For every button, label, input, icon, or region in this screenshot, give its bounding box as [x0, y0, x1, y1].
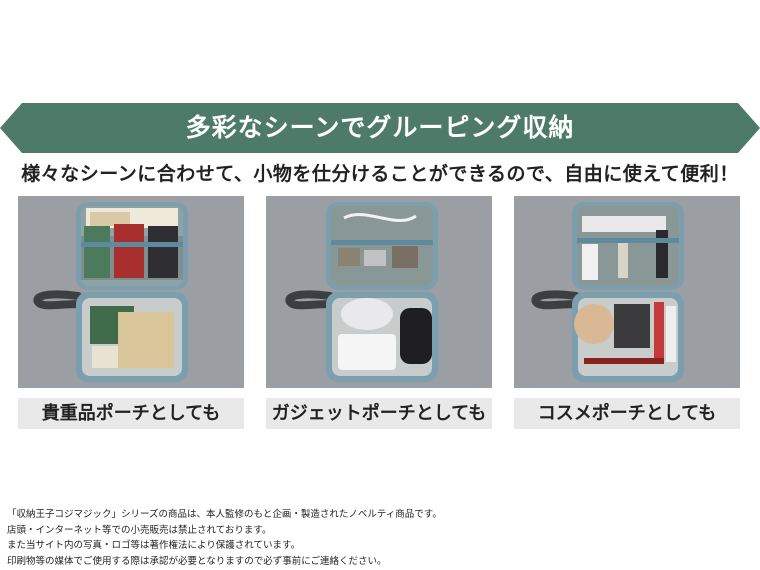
scene-label-gadget: ガジェットポーチとしても: [266, 398, 492, 429]
banner-title: 多彩なシーンでグルーピング収納: [185, 113, 575, 142]
gadget-pouch-photo: [266, 196, 492, 388]
banner: 多彩なシーンでグルーピング収納: [0, 103, 760, 153]
banner-shape: [0, 103, 760, 153]
disclaimer-line: 印刷物等の媒体でご使用する際は承認が必要となりますので必ず事前にご連絡ください。: [7, 555, 387, 567]
cosmetics-pouch-photo: [514, 196, 740, 388]
scene-label-valuables: 貴重品ポーチとしても: [18, 398, 244, 429]
scene-label-cosmetics: コスメポーチとしても: [514, 398, 740, 429]
disclaimer-line: 「収納王子コジマジック」シリーズの商品は、本人監修のもと企画・製造されたノベルテ…: [7, 509, 442, 520]
disclaimer-notes: 「収納王子コジマジック」シリーズの商品は、本人監修のもと企画・製造されたノベルテ…: [7, 507, 747, 569]
disclaimer-line: また当サイト内の写真・ロゴ等は著作権法により保護されています。: [7, 540, 301, 551]
valuables-pouch-photo: [18, 196, 244, 388]
disclaimer-line: 店頭・インターネット等での小売販売は禁止されております。: [7, 524, 272, 536]
subtitle: 様々なシーンに合わせて、小物を仕分けることができるので、自由に使えて便利！: [21, 163, 739, 185]
